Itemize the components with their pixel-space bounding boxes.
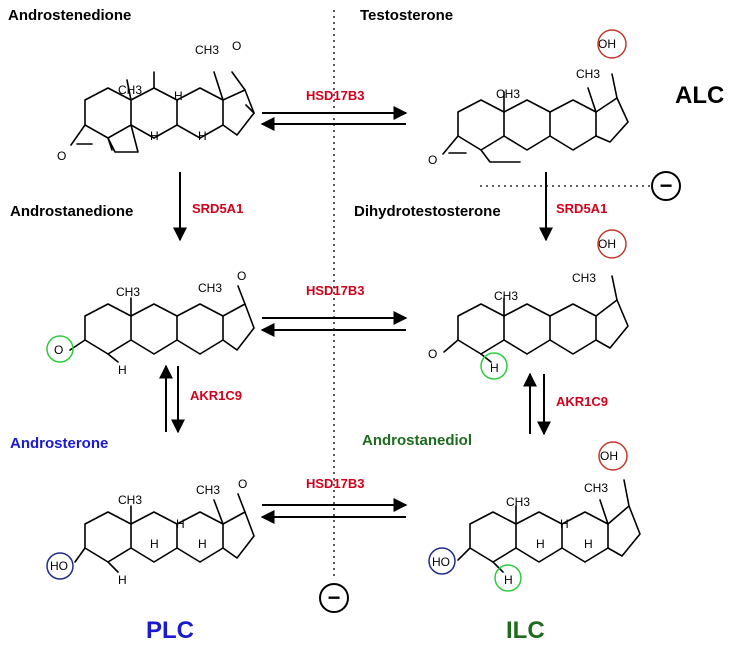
group-ilc: ILC bbox=[506, 617, 545, 644]
structure-dihydrotestosterone: O CH3 CH3 OH H bbox=[428, 229, 629, 380]
oh-highlight-circle bbox=[598, 441, 628, 471]
svg-text:−: − bbox=[328, 585, 341, 610]
svg-text:CH3: CH3 bbox=[198, 281, 222, 295]
ho-highlight-circle bbox=[46, 552, 74, 580]
label-testosterone: Testosterone bbox=[360, 7, 453, 24]
o-highlight-circle bbox=[46, 335, 74, 363]
oh-highlight-circle bbox=[597, 29, 627, 59]
svg-text:O: O bbox=[428, 347, 437, 361]
label-androstanedione: Androstanedione bbox=[10, 203, 133, 220]
enzyme-hsd17b3-top: HSD17B3 bbox=[306, 88, 365, 103]
enzyme-akr1c9-left: AKR1C9 bbox=[190, 388, 242, 403]
h-highlight-circle bbox=[494, 564, 522, 592]
svg-text:H: H bbox=[504, 573, 513, 587]
svg-text:H: H bbox=[536, 537, 545, 551]
svg-text:O: O bbox=[237, 269, 246, 283]
svg-text:O: O bbox=[238, 477, 247, 491]
svg-text:CH3: CH3 bbox=[496, 87, 520, 101]
svg-text:O: O bbox=[57, 149, 66, 163]
svg-text:H: H bbox=[584, 537, 593, 551]
svg-text:H: H bbox=[118, 573, 127, 587]
svg-text:OH: OH bbox=[600, 449, 618, 463]
structure-androstanedione: O O CH3 CH3 H bbox=[46, 269, 255, 377]
svg-text:O: O bbox=[54, 343, 63, 357]
label-androstenedione: Androstenedione bbox=[8, 7, 131, 24]
structure-androstenedione: O O CH3 CH3 H H H bbox=[57, 39, 255, 163]
svg-text:OH: OH bbox=[598, 37, 616, 51]
h-highlight-circle bbox=[480, 352, 508, 380]
svg-text:CH3: CH3 bbox=[118, 83, 142, 97]
svg-text:H: H bbox=[150, 537, 159, 551]
structure-androsterone: HO O CH3 CH3 H H H H bbox=[46, 477, 255, 587]
svg-text:H: H bbox=[118, 363, 127, 377]
svg-text:HO: HO bbox=[50, 559, 68, 573]
svg-text:H: H bbox=[198, 129, 207, 143]
svg-text:−: − bbox=[660, 173, 673, 198]
label-androstanediol: Androstanediol bbox=[362, 432, 472, 449]
svg-text:O: O bbox=[428, 153, 437, 167]
inhibition-symbol-right: − bbox=[651, 171, 681, 201]
label-androsterone: Androsterone bbox=[10, 435, 108, 452]
svg-text:CH3: CH3 bbox=[506, 495, 530, 509]
ho-highlight-circle bbox=[428, 547, 456, 575]
svg-text:OH: OH bbox=[598, 237, 616, 251]
svg-text:H: H bbox=[560, 517, 569, 531]
svg-text:CH3: CH3 bbox=[494, 289, 518, 303]
enzyme-akr1c9-right: AKR1C9 bbox=[556, 394, 608, 409]
svg-text:H: H bbox=[150, 129, 159, 143]
svg-text:CH3: CH3 bbox=[576, 67, 600, 81]
svg-text:CH3: CH3 bbox=[196, 483, 220, 497]
enzyme-hsd17b3-bot: HSD17B3 bbox=[306, 476, 365, 491]
label-dihydrotestosterone: Dihydrotestosterone bbox=[354, 203, 501, 220]
svg-text:CH3: CH3 bbox=[118, 493, 142, 507]
enzyme-srd5a1-left: SRD5A1 bbox=[192, 201, 243, 216]
svg-text:H: H bbox=[176, 517, 185, 531]
svg-text:O: O bbox=[232, 39, 241, 53]
enzyme-hsd17b3-mid: HSD17B3 bbox=[306, 283, 365, 298]
svg-text:CH3: CH3 bbox=[584, 481, 608, 495]
svg-text:CH3: CH3 bbox=[572, 271, 596, 285]
svg-text:CH3: CH3 bbox=[195, 43, 219, 57]
structure-testosterone: O CH3 CH3 OH bbox=[428, 29, 629, 167]
inhibition-symbol-bottom: − bbox=[319, 583, 349, 613]
svg-text:H: H bbox=[490, 361, 499, 375]
svg-text:HO: HO bbox=[432, 555, 450, 569]
group-plc: PLC bbox=[146, 617, 194, 644]
svg-text:H: H bbox=[198, 537, 207, 551]
svg-text:H: H bbox=[174, 89, 183, 103]
group-alc: ALC bbox=[675, 82, 724, 109]
oh-highlight-circle bbox=[597, 229, 627, 259]
svg-text:CH3: CH3 bbox=[116, 285, 140, 299]
structure-androstanediol: HO OH CH3 CH3 H H H H bbox=[428, 441, 641, 592]
enzyme-srd5a1-right: SRD5A1 bbox=[556, 201, 607, 216]
